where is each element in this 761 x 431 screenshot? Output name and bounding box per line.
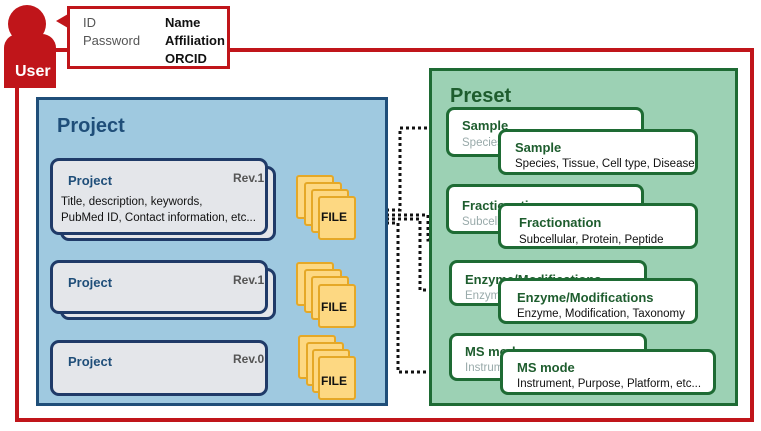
user-scope-frame [15,48,754,422]
project-card[interactable]: Project Rev.1 [50,260,268,314]
preset-description: Instrument, Purpose, Platform, etc... [517,378,702,390]
project-name: Project [68,275,113,290]
file-icon[interactable]: FILE [318,356,356,400]
file-label: FILE [321,210,347,224]
project-panel-title: Project [57,115,125,137]
preset-card[interactable]: Sample Species, Tissue, Cell type, Disea… [498,129,698,175]
user-icon [4,34,56,88]
user-credentials-box: ID Password Name Affiliation ORCID [67,6,230,69]
file-icon[interactable]: FILE [318,196,356,240]
preset-panel-title: Preset [450,85,512,107]
file-label: FILE [321,300,347,314]
preset-name: Fractionation [519,215,602,230]
project-description-line: Title, description, keywords, [61,196,203,208]
project-description-line: PubMed ID, Contact information, etc... [61,212,256,224]
preset-name: Enzyme/Modifications [517,290,654,305]
preset-card[interactable]: MS mode Instrument, Purpose, Platform, e… [500,349,716,395]
project-name: Project [68,354,113,369]
preset-card[interactable]: Enzyme/Modifications Enzyme, Modificatio… [498,278,698,324]
preset-description: Species, Tissue, Cell type, Disease [515,158,695,170]
preset-back-name: Sample [462,118,509,133]
preset-name: MS mode [517,360,575,375]
credential-orcid: ORCID [165,51,207,66]
project-revision: Rev.1 [233,171,265,185]
preset-name: Sample [515,140,562,155]
project-revision: Rev.0 [233,352,265,366]
preset-description: Subcellular, Protein, Peptide [519,234,664,246]
user-label: User [15,63,51,80]
credential-affiliation: Affiliation [165,33,225,48]
credential-password: Password [83,33,141,48]
credential-id: ID [83,15,96,30]
preset-description: Enzyme, Modification, Taxonomy [517,308,685,320]
project-card[interactable]: Project Rev.1 Title, description, keywor… [50,158,268,235]
file-icon[interactable]: FILE [318,284,356,328]
credential-name: Name [165,15,201,30]
project-name: Project [68,173,113,188]
project-revision: Rev.1 [233,273,265,287]
preset-card[interactable]: Fractionation Subcellular, Protein, Pept… [498,203,698,249]
file-label: FILE [321,374,347,388]
credentials-pointer [56,14,68,28]
project-card[interactable]: Project Rev.0 [50,340,268,396]
